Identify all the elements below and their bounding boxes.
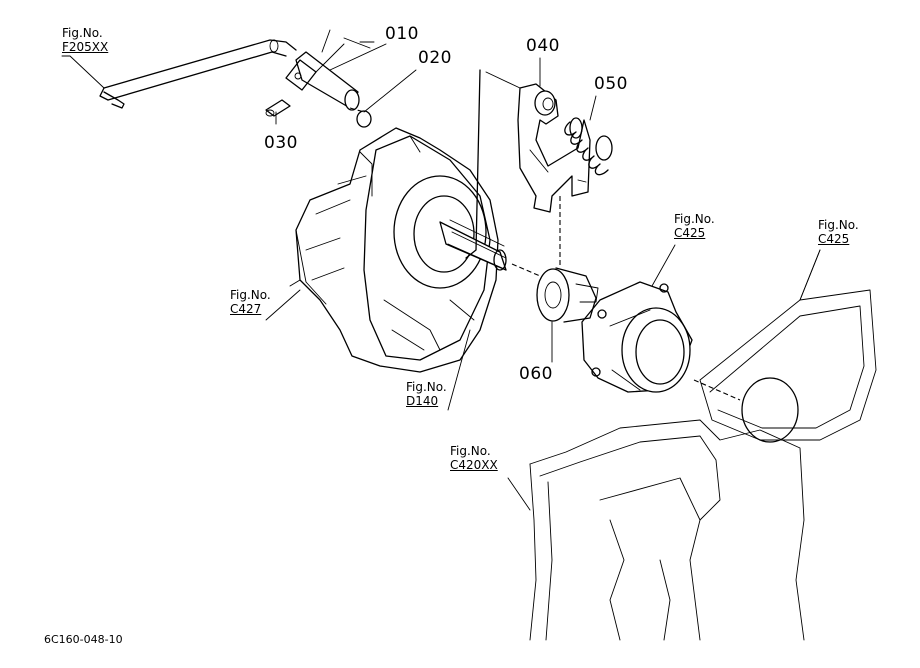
fig-ref-c420xx[interactable]: Fig.No. C420XX — [450, 444, 498, 472]
part-060-shifter-drawing — [511, 196, 599, 323]
fig-ref-caption: Fig.No. — [818, 218, 859, 232]
part-label-010[interactable]: 010 — [385, 24, 419, 44]
fig-ref-caption: Fig.No. — [230, 288, 271, 302]
drawing-code: 6C160-048-10 — [44, 633, 123, 646]
fig-ref-caption: Fig.No. — [450, 444, 491, 458]
fig-ref-code: C425 — [818, 232, 850, 246]
leader-lines — [61, 43, 821, 511]
fig-ref-caption: Fig.No. — [674, 212, 715, 226]
fig-ref-caption: Fig.No. — [406, 380, 447, 394]
fig-ref-c425-coupling[interactable]: Fig.No. C425 — [674, 212, 715, 240]
fig-ref-d140[interactable]: Fig.No. D140 — [406, 380, 447, 408]
part-label-040[interactable]: 040 — [526, 36, 560, 56]
part-label-050[interactable]: 050 — [594, 74, 628, 94]
part-label-060[interactable]: 060 — [519, 364, 553, 384]
fig-ref-code: D140 — [406, 394, 439, 408]
part-020-oring-drawing — [356, 110, 372, 128]
fig-ref-caption: Fig.No. — [62, 26, 103, 40]
part-030-spring-pin-drawing — [265, 99, 291, 117]
part-040-shift-fork-drawing — [485, 71, 591, 213]
coupling-housing-drawing — [581, 281, 693, 393]
part-050-spring-drawing — [564, 117, 613, 176]
shift-rod-drawing — [99, 39, 297, 109]
transmission-case-drawing — [289, 69, 507, 373]
part-label-020[interactable]: 020 — [418, 48, 452, 68]
right-housing-drawing — [693, 249, 877, 443]
main-housing-drawing — [529, 419, 805, 641]
fig-ref-code: C420XX — [450, 458, 498, 472]
part-label-030[interactable]: 030 — [264, 133, 298, 153]
fig-ref-code: C427 — [230, 302, 262, 316]
part-010-pin-drawing — [285, 29, 375, 111]
fig-ref-c427[interactable]: Fig.No. C427 — [230, 288, 271, 316]
fig-ref-f205xx[interactable]: Fig.No. F205XX — [62, 26, 108, 54]
fig-ref-c425-housing[interactable]: Fig.No. C425 — [818, 218, 859, 246]
fig-ref-code: F205XX — [62, 40, 109, 54]
fig-ref-code: C425 — [674, 226, 706, 240]
